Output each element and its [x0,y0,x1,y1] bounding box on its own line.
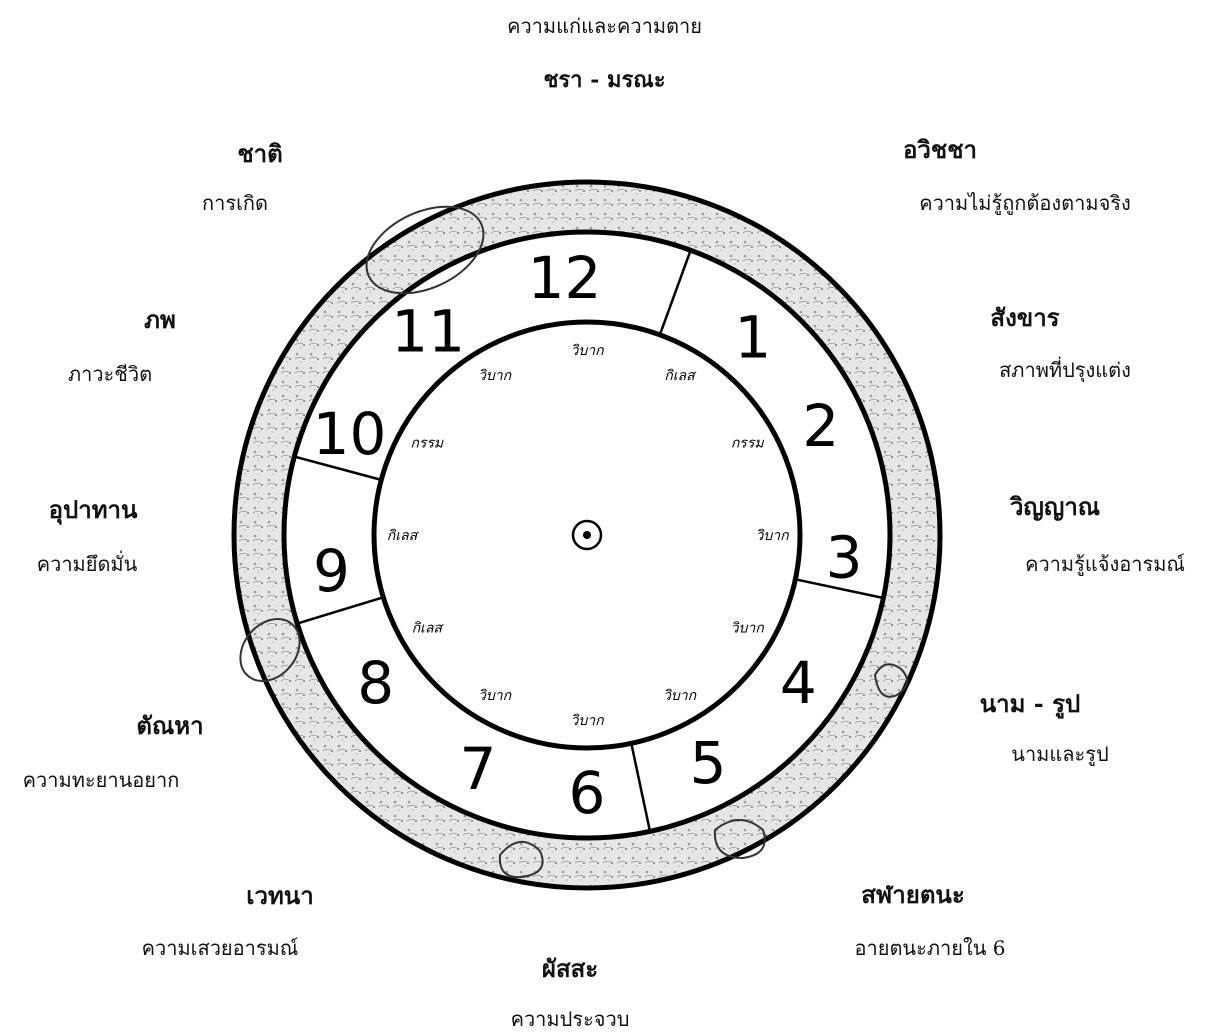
inner-word: กรรม [731,436,765,452]
inner-word: กิเลส [387,528,420,544]
wheel-number-12: 12 [528,244,602,312]
center-mark-dot [583,531,591,539]
wheel-number-8: 8 [357,649,394,717]
wheel-number-1: 1 [734,303,771,371]
inner-word: กรรม [410,436,444,452]
inner-word: วิบาก [478,688,513,704]
wheel-number-7: 7 [460,735,497,803]
inner-word: กิเลส [412,621,445,637]
wheel-number-4: 4 [780,649,817,717]
inner-word: วิบาก [755,528,790,544]
wheel-number-9: 9 [313,537,350,605]
inner-word: วิบาก [663,688,698,704]
inner-word: กิเลส [664,368,697,384]
wheel-number-10: 10 [313,400,387,468]
wheel-number-6: 6 [569,759,606,827]
wheel-number-3: 3 [826,523,863,591]
inner-word: วิบาก [478,368,513,384]
wheel-number-5: 5 [690,729,727,797]
inner-word: วิบาก [731,621,766,637]
inner-word: วิบาก [570,343,605,359]
wheel-number-2: 2 [802,392,839,460]
wheel-number-11: 11 [391,298,465,366]
inner-word: วิบาก [570,713,605,729]
